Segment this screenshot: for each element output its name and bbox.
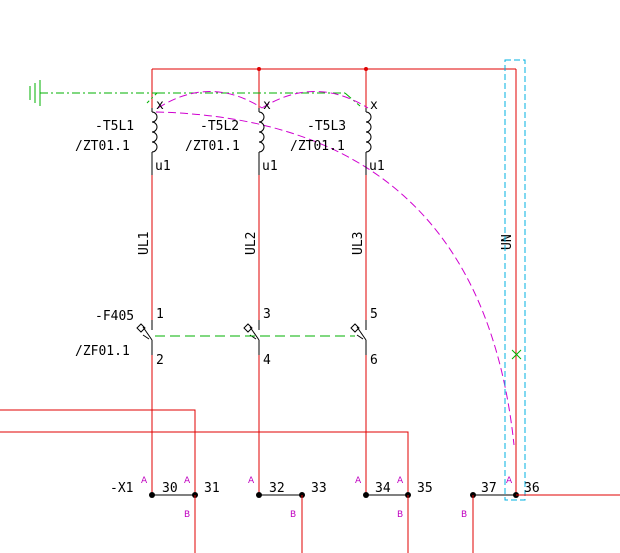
side-a-marker: A (355, 476, 362, 486)
terminal-number: 30 (162, 481, 178, 496)
side-a-marker: A (248, 476, 255, 486)
side-b-marker: B (290, 510, 296, 520)
transformer-coil-1[interactable] (151, 108, 158, 175)
transformer-tag: -T5L1 (95, 119, 134, 134)
coil-top-label: x (263, 98, 271, 113)
breaker-pole-1[interactable] (136, 320, 153, 355)
terminal-number: 31 (204, 481, 220, 496)
ground-symbol (29, 80, 41, 106)
pe-wire[interactable] (40, 92, 159, 104)
breaker-tag: -F405 (95, 309, 134, 324)
feed-wire[interactable] (0, 431, 409, 495)
side-b-marker: B (461, 510, 467, 520)
pole-top-label: 1 (156, 307, 164, 322)
transformer-tag: -T5L3 (307, 119, 346, 134)
transformer-ref: /ZT01.1 (185, 139, 240, 154)
coil-top-label: x (156, 98, 164, 113)
pole-bottom-label: 4 (263, 353, 271, 368)
selection-box[interactable] (504, 59, 526, 501)
cross-ref-arc (261, 91, 369, 109)
coil-bottom-label: u1 (262, 159, 278, 174)
wire-label: UL2 (244, 232, 259, 255)
coil-top-label: x (370, 98, 378, 113)
terminal-number: 32 (269, 481, 285, 496)
side-a-marker: A (141, 476, 148, 486)
terminal-number: 33 (311, 481, 327, 496)
breaker-ref: /ZF01.1 (75, 344, 130, 359)
cross-ref-arc (157, 91, 263, 109)
feed-wire[interactable] (0, 409, 196, 495)
wire-label: UL1 (137, 232, 152, 255)
transformer-ref: /ZT01.1 (75, 139, 130, 154)
wire-label: UL3 (351, 232, 366, 255)
transformer-coil-3[interactable] (365, 108, 372, 175)
cross-marker-icon (511, 349, 522, 360)
side-a-marker: A (397, 476, 404, 486)
transformer-coil-2[interactable] (258, 108, 265, 175)
side-a-marker: A (184, 476, 191, 486)
side-a-marker: A (506, 476, 513, 486)
transformer-ref: /ZT01.1 (290, 139, 345, 154)
terminal-strip-tag: -X1 (110, 481, 133, 496)
side-b-marker: B (397, 510, 403, 520)
coil-bottom-label: u1 (369, 159, 385, 174)
terminal-number: 35 (417, 481, 433, 496)
pole-bottom-label: 2 (156, 353, 164, 368)
terminal-number: 34 (375, 481, 391, 496)
cross-ref-arc (155, 111, 515, 446)
pe-wire[interactable] (344, 92, 361, 107)
breaker-pole-3[interactable] (350, 320, 367, 355)
pole-top-label: 5 (370, 307, 378, 322)
coil-bottom-label: u1 (155, 159, 171, 174)
transformer-tag: -T5L2 (200, 119, 239, 134)
side-b-marker: B (184, 510, 190, 520)
pole-top-label: 3 (263, 307, 271, 322)
terminal-number: 36 (524, 481, 540, 496)
wire-label: UN (500, 234, 515, 250)
terminal-number: 37 (481, 481, 497, 496)
pole-bottom-label: 6 (370, 353, 378, 368)
breaker-pole-2[interactable] (243, 320, 260, 355)
